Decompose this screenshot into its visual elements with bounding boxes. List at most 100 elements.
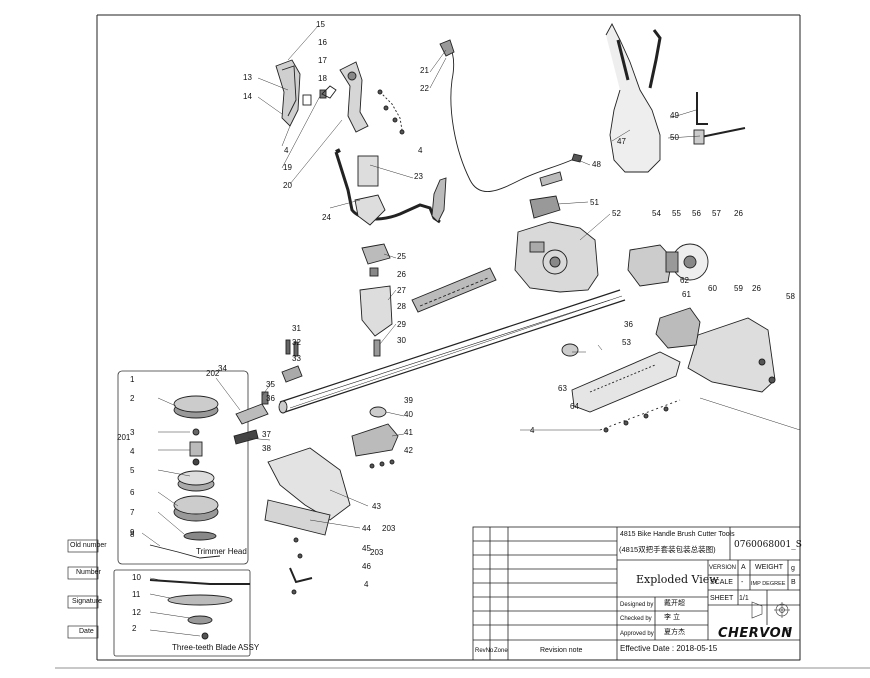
projection-symbol <box>751 601 790 619</box>
callout-38: 38 <box>262 444 271 453</box>
callout-43: 43 <box>372 502 381 511</box>
callout-40: 40 <box>404 410 413 419</box>
callout-20: 20 <box>283 181 292 190</box>
callout-39: 39 <box>404 396 413 405</box>
callout-c4d: 4 <box>364 580 369 589</box>
callout-49: 49 <box>670 111 679 120</box>
title-block <box>472 526 801 661</box>
callout-3: 3 <box>130 428 135 437</box>
callout-c2b: 2 <box>132 624 137 633</box>
chervon-logo: CHERVON <box>718 626 793 641</box>
callout-6: 6 <box>130 488 135 497</box>
callout-54: 54 <box>652 209 661 218</box>
callout-10: 10 <box>132 573 141 582</box>
parts-drawing <box>149 23 776 640</box>
callout-16: 16 <box>318 38 327 47</box>
callout-4: 4 <box>130 447 135 456</box>
imp-degree-label: IMP DEGREE <box>751 581 786 587</box>
weight-unit: g <box>791 565 795 572</box>
effective-date: Effective Date : 2018-05-15 <box>620 644 718 653</box>
callout-c26b: 26 <box>752 284 761 293</box>
callout-33: 33 <box>292 354 301 363</box>
callout-30: 30 <box>397 336 406 345</box>
callout-36: 36 <box>266 394 275 403</box>
callout-27: 27 <box>397 286 406 295</box>
drawing-number: 0760068001_S <box>734 540 802 550</box>
callout-63: 63 <box>558 384 567 393</box>
version-label: VERSION <box>709 565 737 571</box>
imp-degree-value: B <box>791 579 796 586</box>
trimmer-head-label: Trimmer Head <box>196 547 247 556</box>
callout-11: 11 <box>132 590 141 599</box>
callout-13: 13 <box>243 73 252 82</box>
callout-c26a: 26 <box>734 209 743 218</box>
callout-1: 1 <box>130 375 135 384</box>
signature-label: Signature <box>72 598 102 605</box>
number-label: Number <box>76 569 101 576</box>
callout-19: 19 <box>283 163 292 172</box>
sheet-label: SHEET <box>710 595 734 602</box>
approved-by-label: Approved by <box>620 631 654 637</box>
callout-23: 23 <box>414 172 423 181</box>
product-name-cn: (4815双把手套装包装总装图) <box>619 545 716 554</box>
callout-56: 56 <box>692 209 701 218</box>
callout-60: 60 <box>708 284 717 293</box>
callout-202: 202 <box>206 369 220 378</box>
callout-35: 35 <box>266 380 275 389</box>
zone-header: Zone <box>494 648 508 654</box>
callout-41: 41 <box>404 428 413 437</box>
callout-34: 34 <box>218 364 227 373</box>
scale-value: - <box>741 579 744 586</box>
callout-7: 7 <box>130 508 135 517</box>
callout-18: 18 <box>318 74 327 83</box>
callout-29: 29 <box>397 320 406 329</box>
callout-47: 47 <box>617 137 626 146</box>
callout-26: 26 <box>397 270 406 279</box>
product-name-en: 4815 Bike Handle Brush Cutter Tools <box>620 531 735 538</box>
old-number-label: Old number <box>70 542 107 549</box>
callout-c4b: 4 <box>418 146 423 155</box>
checked-by-label: Checked by <box>620 616 652 622</box>
version-value: A <box>741 564 746 571</box>
callout-59: 59 <box>734 284 743 293</box>
callout-5: 5 <box>130 466 135 475</box>
callout-58: 58 <box>786 292 795 301</box>
callout-42: 42 <box>404 446 413 455</box>
callout-8: 8 <box>130 530 135 539</box>
callout-9: 9 <box>130 528 135 537</box>
callout-15: 15 <box>316 20 325 29</box>
callout-17: 17 <box>318 56 327 65</box>
callout-62: 62 <box>680 276 689 285</box>
callout-14: 14 <box>243 92 252 101</box>
callout-51: 51 <box>590 198 599 207</box>
blade-assy-label: Three-teeth Blade ASSY <box>172 643 260 652</box>
sheet-value: 1/1 <box>739 595 749 602</box>
callout-57: 57 <box>712 209 721 218</box>
callout-21: 21 <box>420 66 429 75</box>
callout-46: 46 <box>362 562 371 571</box>
callout-24: 24 <box>322 213 331 222</box>
approved-by-value: 夏方杰 <box>664 629 685 636</box>
weight-label: WEIGHT <box>755 564 783 571</box>
callout-61: 61 <box>682 290 691 299</box>
leader-lines <box>141 25 801 637</box>
rev-no-header: RevNo <box>475 648 494 654</box>
callout-12: 12 <box>132 608 141 617</box>
callout-201: 201 <box>117 433 131 442</box>
callout-31: 31 <box>292 324 301 333</box>
revision-note-header: Revision note <box>540 647 583 654</box>
callout-25: 25 <box>397 252 406 261</box>
scale-label: SCALE <box>710 579 733 586</box>
callout-52: 52 <box>612 209 621 218</box>
callout-c36b: 36 <box>624 320 633 329</box>
checked-by-value: 李 立 <box>664 614 680 621</box>
callout-c4c: 4 <box>530 426 535 435</box>
date-label: Date <box>79 628 94 635</box>
callout-22: 22 <box>420 84 429 93</box>
callout-28: 28 <box>397 302 406 311</box>
callout-c4a: 4 <box>284 146 289 155</box>
trimmer-head-group <box>113 370 251 657</box>
designed-by-label: Designed by <box>620 602 654 608</box>
callout-37: 37 <box>262 430 271 439</box>
